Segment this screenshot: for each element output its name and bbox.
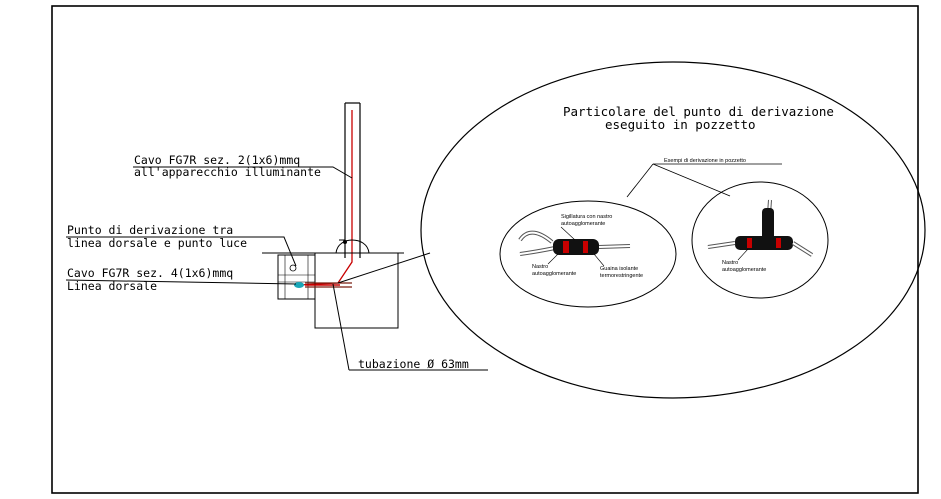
left-sealing-label-line1: Sigillatura con nastro xyxy=(561,214,612,220)
drawing-frame xyxy=(51,5,919,494)
junction-joint xyxy=(289,264,304,288)
detail-callout: Particolare del punto di derivazione ese… xyxy=(420,61,926,399)
left-sheath-label-line2: termorestringente xyxy=(600,273,643,279)
lamp-cable-label: Cavo FG7R sez. 2(1x6)mmq all'apparecchio… xyxy=(134,153,321,179)
left-example: Sigillatura con nastro autoagglomerante … xyxy=(499,200,677,308)
manhole xyxy=(262,239,404,329)
left-sheath-label-line1: Guaina isolante xyxy=(600,266,638,272)
conduit-label: tubazione Ø 63mm xyxy=(358,357,469,371)
conduit-pipe xyxy=(305,282,352,288)
detail-title-line1: Particolare del punto di derivazione xyxy=(563,104,834,119)
junction-label-line1: Punto di derivazione tra xyxy=(67,223,233,237)
backbone-cable-label: Cavo FG7R sez. 4(1x6)mmq Linea dorsale xyxy=(67,266,233,293)
light-pole xyxy=(339,102,361,258)
detail-title-line2: eseguito in pozzetto xyxy=(605,117,756,132)
junction-label-line2: linea dorsale e punto luce xyxy=(67,236,247,250)
lamp-cable-label-line2: all'apparecchio illuminante xyxy=(134,165,321,179)
backbone-label-line1: Cavo FG7R sez. 4(1x6)mmq xyxy=(67,266,233,280)
leader-lines xyxy=(65,166,488,371)
lamp-cable xyxy=(297,110,353,286)
left-tape-label-line2: autoagglomerante xyxy=(532,271,576,277)
left-sealing-label-line2: autoagglomerante xyxy=(561,221,605,227)
examples-label: Esempi di derivazione in pozzetto xyxy=(664,158,746,164)
right-example: Nastro autoagglomerante xyxy=(691,181,829,299)
right-tape-label-line1: Nastro xyxy=(722,260,738,266)
detail-ellipse xyxy=(420,61,926,399)
lamp-cable-label-line1: Cavo FG7R sez. 2(1x6)mmq xyxy=(134,153,300,167)
junction-label: Punto di derivazione tra linea dorsale e… xyxy=(67,223,247,250)
left-tape-label-line1: Nastro xyxy=(532,264,548,270)
right-tape-label-line2: autoagglomerante xyxy=(722,267,766,273)
backbone-label-line2: Linea dorsale xyxy=(67,279,157,293)
